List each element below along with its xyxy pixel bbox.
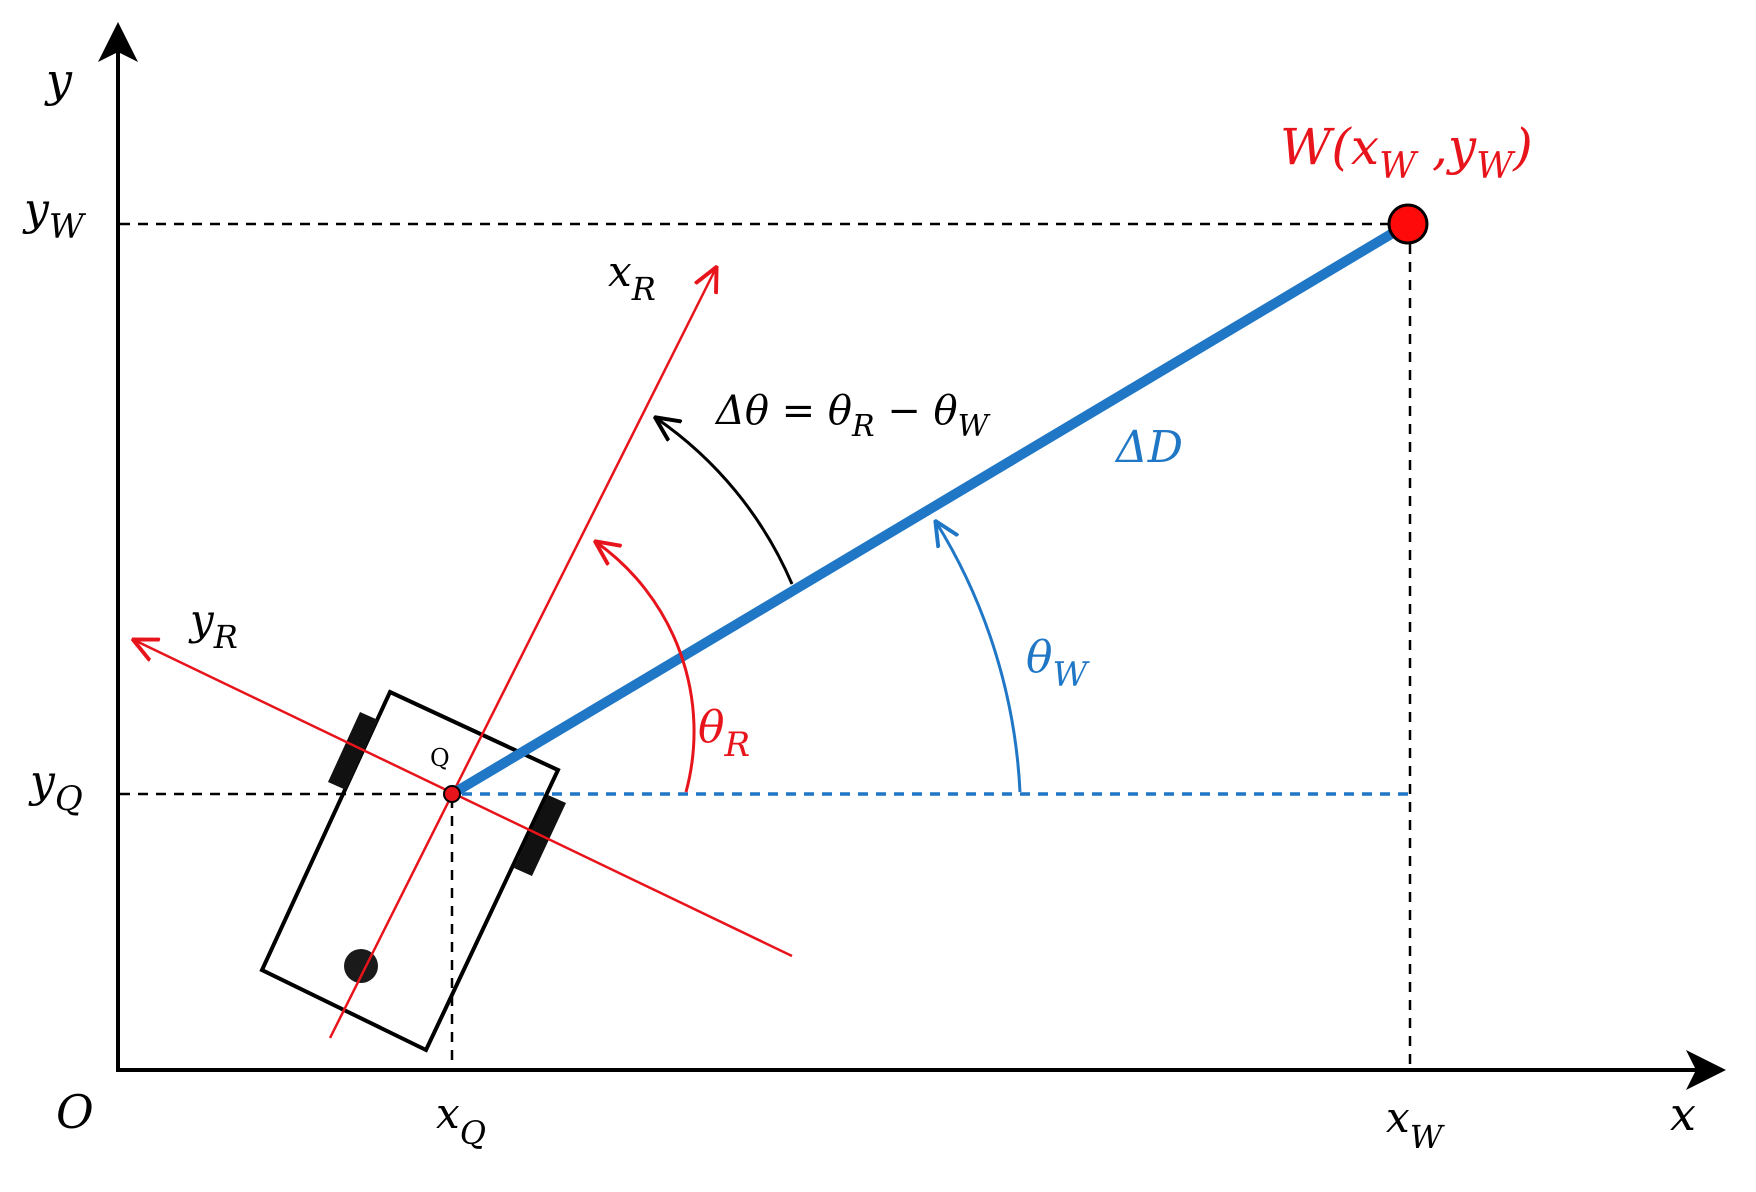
- origin-label: O: [56, 1085, 94, 1139]
- robot-point-label: Q: [430, 744, 450, 772]
- labels: O x y xQ xW yQ yW Q xR yR W(xW ,yW) ΔD θ…: [22, 53, 1696, 1156]
- waypoint-label: W(xW ,yW): [1280, 118, 1533, 187]
- theta-w-label: θW: [1026, 632, 1091, 695]
- robot-y-axis-label: yR: [188, 595, 238, 656]
- tick-label-yw: yW: [22, 184, 87, 247]
- delta-theta-arc: [656, 418, 794, 585]
- distance-label: ΔD: [1114, 422, 1183, 473]
- robot-x-axis: [328, 268, 716, 1039]
- angle-arcs: [596, 418, 1022, 793]
- delta-theta-equation: Δθ = θR − θW: [714, 388, 991, 444]
- y-axis-label: y: [44, 53, 73, 107]
- waypoint-w-marker: [1387, 203, 1429, 245]
- robot-y-axis: [134, 640, 793, 958]
- point-q-marker: [443, 785, 461, 803]
- theta-r-label: θR: [698, 702, 750, 765]
- tick-label-xq: xQ: [436, 1089, 486, 1152]
- theta-r-arc: [596, 542, 696, 793]
- tick-label-yq: yQ: [28, 756, 83, 819]
- projection-lines: [120, 222, 1412, 1068]
- robot-chassis: [259, 689, 561, 1053]
- x-axis-label: x: [1670, 1087, 1696, 1141]
- tick-label-xw: xW: [1386, 1093, 1446, 1156]
- world-axes: [98, 22, 1726, 1090]
- x-axis-arrowhead: [1686, 1050, 1726, 1090]
- theta-w-arc: [936, 522, 1022, 793]
- robot-x-axis-label: xR: [608, 247, 656, 308]
- distance-line: [447, 219, 1413, 799]
- left-wheel: [328, 712, 378, 790]
- robot-frame: [134, 268, 793, 1039]
- y-axis-arrowhead: [98, 22, 138, 62]
